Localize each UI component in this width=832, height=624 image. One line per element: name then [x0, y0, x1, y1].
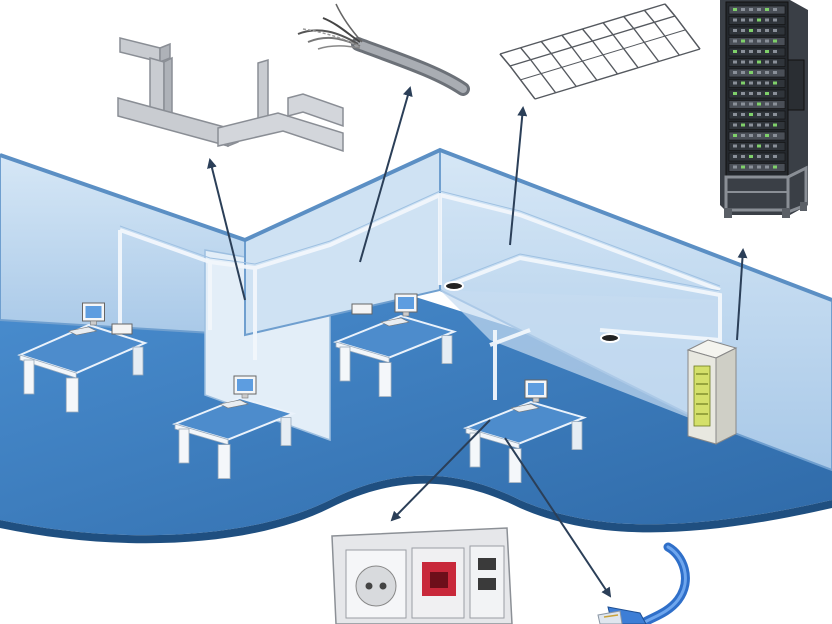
computer-icon	[67, 302, 105, 336]
computer-icon	[380, 293, 418, 327]
server-rack	[720, 0, 808, 218]
workstation-desk	[171, 375, 297, 480]
wall-socket	[331, 527, 513, 624]
workstation-desk	[17, 302, 148, 413]
rj45-cable-icon	[597, 542, 690, 624]
server-rack-icon	[720, 0, 808, 218]
workstation-desk	[462, 379, 588, 484]
twisted-pair-cable	[297, 3, 470, 96]
computer-icon	[510, 379, 548, 413]
workstation-desk	[332, 293, 458, 398]
cable-trunking-runs	[118, 192, 722, 400]
network-cabinet-icon	[693, 365, 711, 427]
workstations	[17, 293, 588, 484]
connection-arrows	[207, 86, 748, 598]
floor-cabinet	[686, 339, 738, 445]
wire-mesh-tray	[499, 3, 701, 100]
floor-outlets	[444, 281, 620, 343]
small-wall-sockets	[111, 303, 373, 335]
wire-mesh-tray-icon	[499, 3, 701, 100]
duct-trunking-icon	[117, 37, 344, 153]
cable-bundle-icon	[297, 3, 470, 96]
cable-trunking	[117, 37, 344, 153]
computer-icon	[219, 375, 257, 409]
rj45-patch-cord	[597, 542, 690, 624]
trunking-outline	[119, 190, 721, 292]
power-data-socket-icon	[331, 527, 513, 624]
